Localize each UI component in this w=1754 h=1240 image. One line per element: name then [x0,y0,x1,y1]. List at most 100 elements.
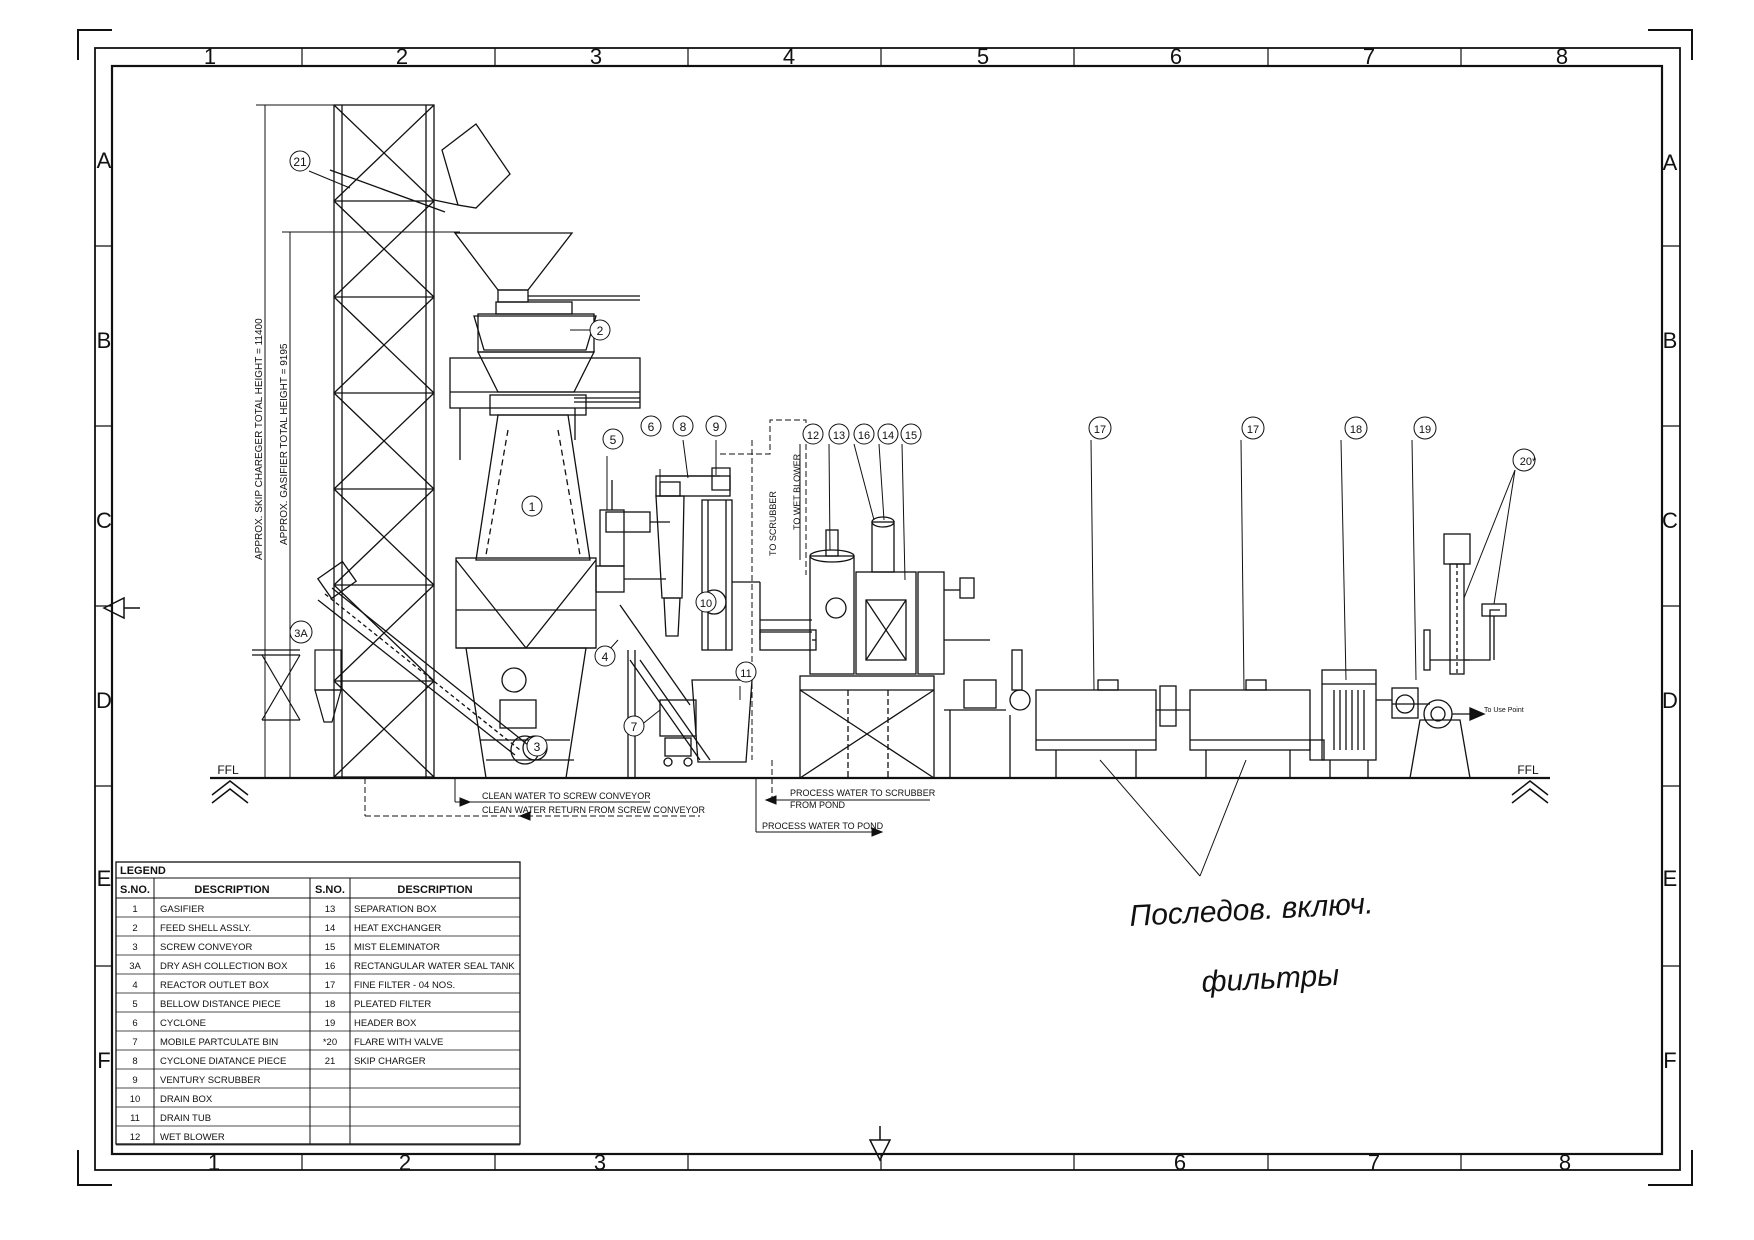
process-piping-lines [364,419,930,837]
svg-text:1: 1 [529,500,536,514]
svg-text:6: 6 [648,420,655,434]
legend-sno: 8 [132,1056,137,1067]
svg-text:19: 19 [1419,424,1431,436]
legend-sno: 16 [325,961,336,972]
floor-label-right: FFL [1517,763,1539,777]
legend-description: BELLOW DISTANCE PIECE [160,999,281,1010]
svg-text:4: 4 [602,650,609,664]
legend-header-desc-2: DESCRIPTION [397,884,472,896]
svg-text:3: 3 [534,740,541,754]
legend-sno: 21 [325,1056,336,1067]
process-labels: TO SCRUBBER TO WET BLOWER CLEAN WATER TO… [482,453,1524,831]
legend-title: LEGEND [120,865,166,877]
legend-sno: 7 [132,1037,137,1048]
pleated-filter-header-section [1321,629,1486,779]
drawing-frame [77,29,1693,1186]
legend-sno: 1 [132,904,137,915]
row-label-left-E: E [97,866,112,891]
row-label-left-F: F [97,1048,110,1073]
legend-sno: 15 [325,942,336,953]
svg-text:13: 13 [833,430,845,442]
legend-sno: 5 [132,999,137,1010]
legend-header-sno-2: S.NO. [315,884,345,896]
svg-text:5: 5 [610,433,617,447]
center-marker-arrows [102,596,892,1162]
balloon-3: 3 [526,735,548,757]
legend-sno: 6 [132,1018,137,1029]
balloon-3a: 3A [289,620,313,644]
dim-gasifier-height: APPROX. GASIFIER TOTAL HEIGHT = 9195 [279,343,290,545]
grid-labels: 1 2 3 4 5 6 7 8 1 2 3 6 7 8 A B C D E F … [96,44,1678,1175]
legend-description: REACTOR OUTLET BOX [160,980,270,991]
legend-sno: 18 [325,999,336,1010]
floor-label-left: FFL [217,763,239,777]
balloon-13: 13 [828,423,850,445]
col-label-bottom-7: 7 [1368,1150,1380,1175]
skip-charger-tower [329,104,511,778]
balloon-4: 4 [594,645,616,667]
col-label-top-2: 2 [396,44,408,69]
leader-lines [308,170,1516,877]
svg-text:17: 17 [1094,424,1106,436]
legend-description: SEPARATION BOX [354,904,437,915]
legend-description: VENTURY SCRUBBER [160,1075,261,1086]
balloon-14: 14 [877,423,899,445]
legend-description: CYCLONE DIATANCE PIECE [160,1056,286,1067]
legend-description: DRAIN TUB [160,1113,211,1124]
legend-description: WET BLOWER [160,1132,225,1143]
svg-text:7: 7 [631,720,638,734]
row-label-left-C: C [96,508,112,533]
legend-description: PLEATED FILTER [354,999,431,1010]
col-label-top-5: 5 [977,44,989,69]
legend-sno: 14 [325,923,336,934]
col-label-bottom-3: 3 [594,1150,606,1175]
legend-sno: 12 [130,1132,141,1143]
legend-description: DRY ASH COLLECTION BOX [160,961,288,972]
dry-ash-collection-box [252,649,342,723]
row-label-left-D: D [96,688,112,713]
heat-exchanger-section [760,516,990,779]
row-label-right-C: C [1662,508,1678,533]
legend-sno: 3A [129,961,141,972]
legend-description: SKIP CHARGER [354,1056,426,1067]
svg-text:10: 10 [700,598,712,610]
label-to-use-point: To Use Point [1484,707,1524,714]
legend-table: LEGEND S.NO. DESCRIPTION S.NO. DESCRIPTI… [115,861,521,1146]
col-label-top-1: 1 [204,44,216,69]
fine-filters-section [944,649,1325,778]
row-label-right-A: A [1663,150,1678,175]
balloon-19: 19 [1413,416,1437,440]
legend-description: DRAIN BOX [160,1094,213,1105]
legend-description: MIST ELEMINATOR [354,942,440,953]
svg-text:21: 21 [293,155,307,169]
balloon-8: 8 [672,415,694,437]
balloon-5: 5 [602,428,624,450]
col-label-bottom-2: 2 [399,1150,411,1175]
handwritten-note: Последов. включ. фильтры [1129,887,1375,999]
handwritten-note-line-1: Последов. включ. [1129,887,1375,933]
svg-text:2: 2 [597,324,604,338]
label-from-pond: FROM POND [790,800,845,810]
col-label-top-4: 4 [783,44,795,69]
balloon-16: 16 [853,423,875,445]
legend-sno: 13 [325,904,336,915]
legend-description: RECTANGULAR WATER SEAL TANK [354,961,515,972]
balloon-17-second: 17 [1241,416,1265,440]
balloon-6: 6 [640,415,662,437]
svg-text:9: 9 [713,420,720,434]
svg-text:16: 16 [858,430,870,442]
label-process-water-to-scrubber: PROCESS WATER TO SCRUBBER [790,788,936,798]
label-process-water-to-pond: PROCESS WATER TO POND [762,821,884,831]
balloon-11: 11 [735,661,757,683]
row-label-right-E: E [1663,866,1678,891]
screw-conveyor-incline [316,560,540,765]
legend-description: HEADER BOX [354,1018,417,1029]
col-label-top-3: 3 [590,44,602,69]
svg-text:3A: 3A [294,628,308,640]
balloon-21: 21 [289,150,311,172]
col-label-bottom-8: 8 [1559,1150,1571,1175]
col-label-bottom-6: 6 [1174,1150,1186,1175]
label-clean-water-return: CLEAN WATER RETURN FROM SCREW CONVEYOR [482,805,706,815]
